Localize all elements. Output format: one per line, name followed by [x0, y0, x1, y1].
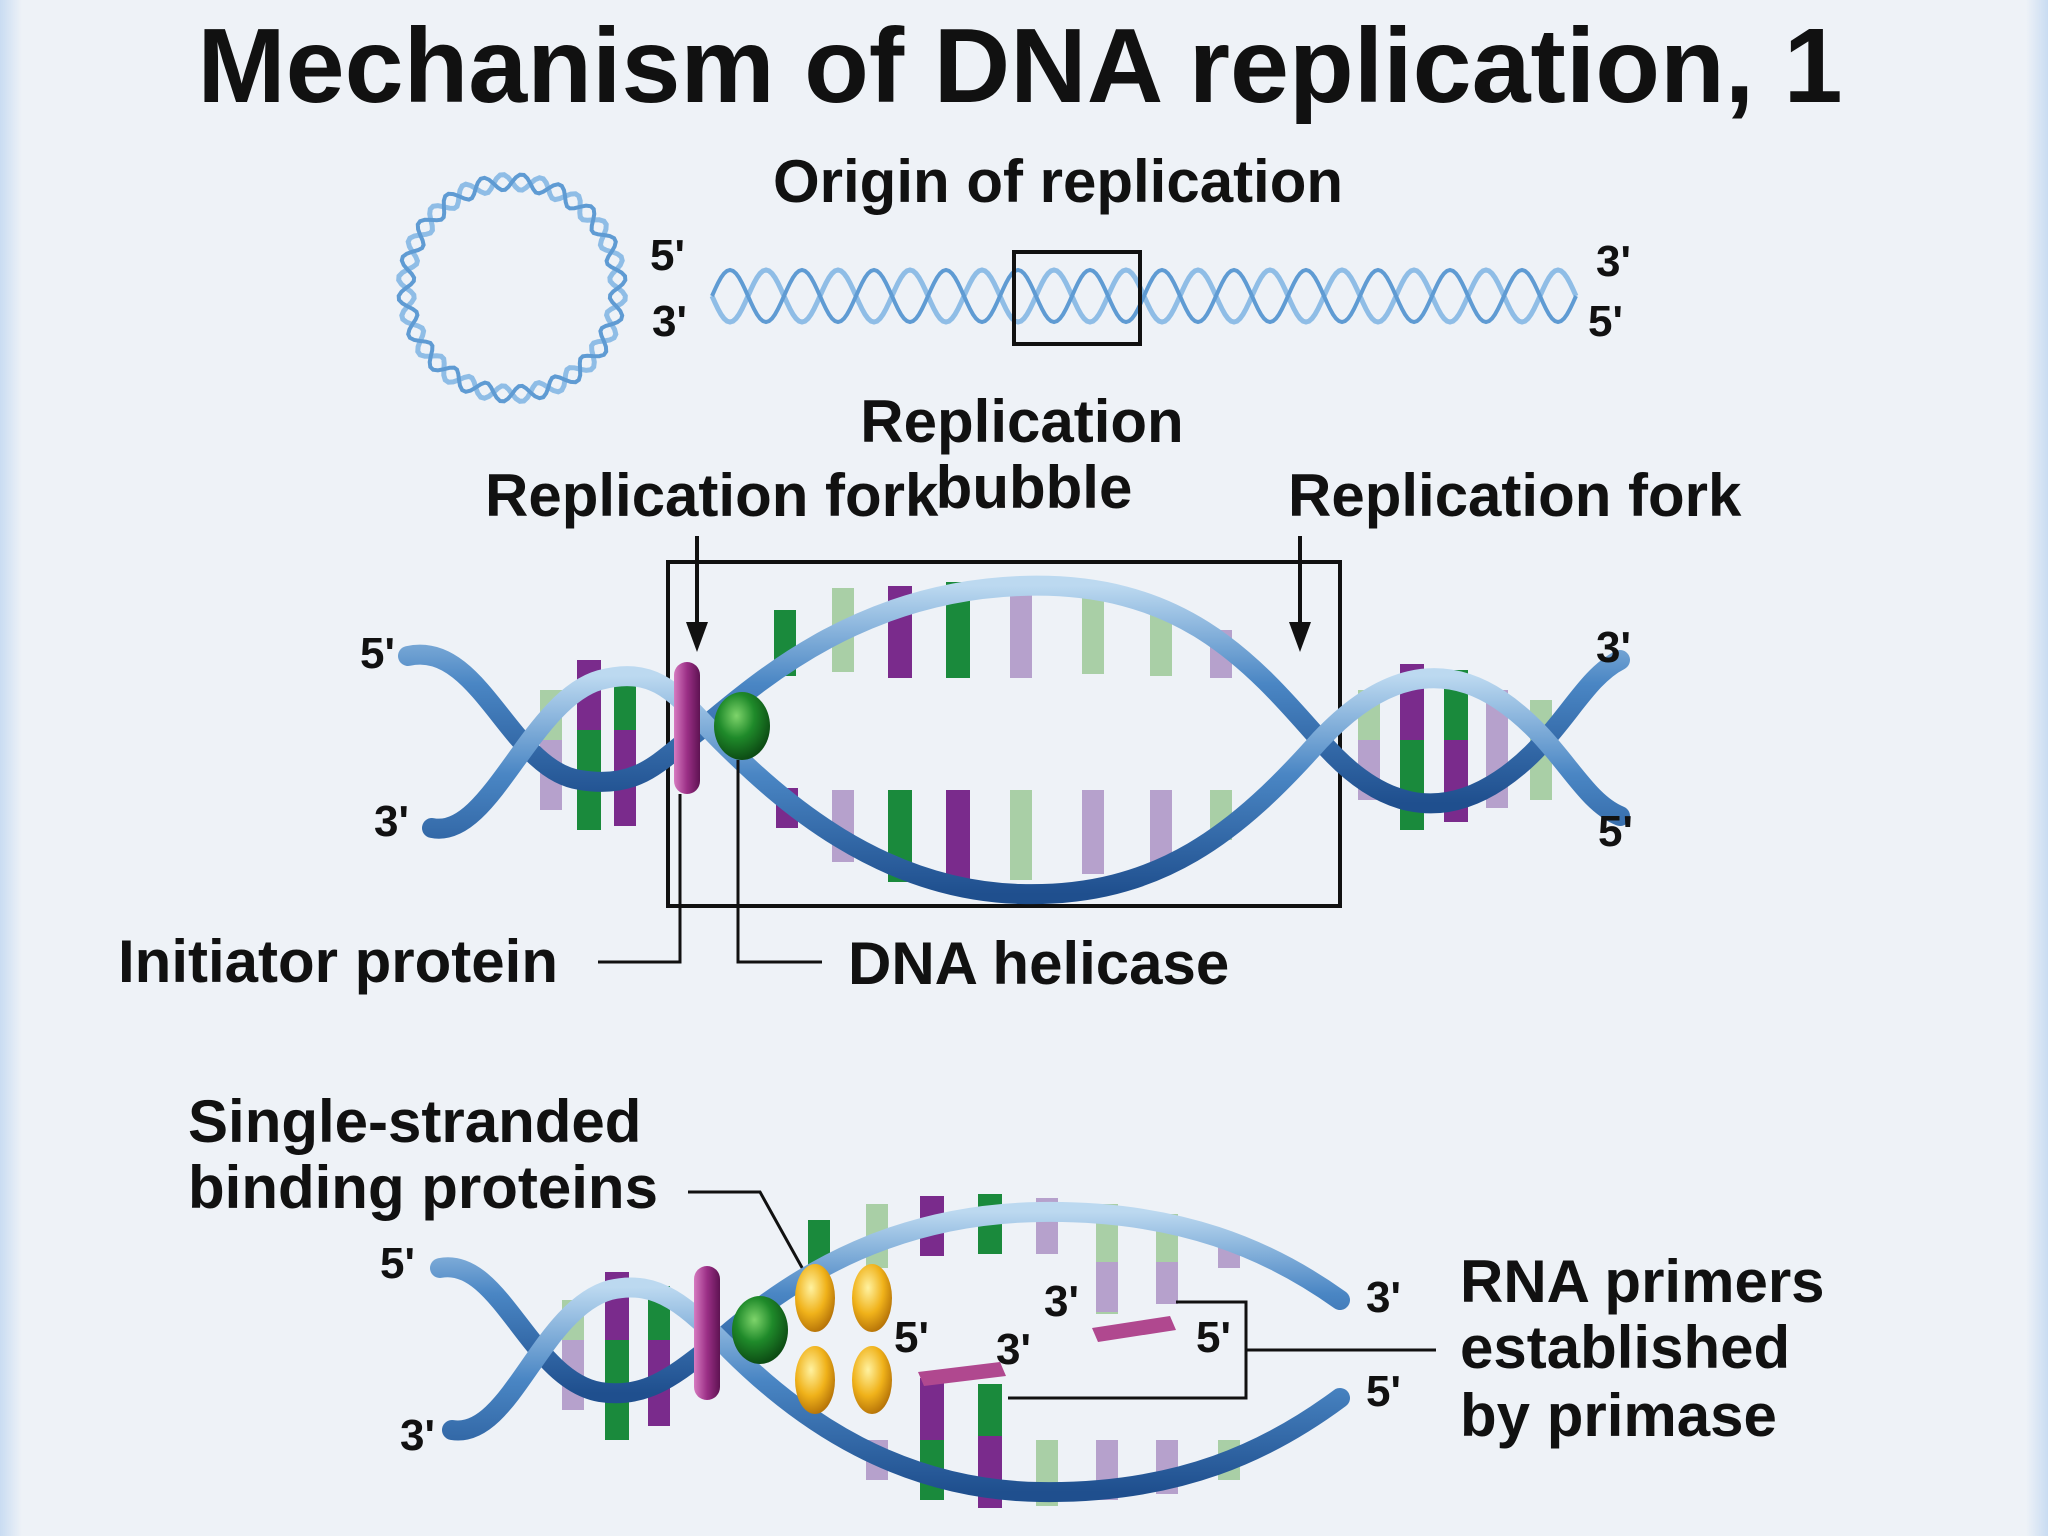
bot-primer-5prime: 5' [1196, 1313, 1231, 1362]
bot-right-5prime: 5' [1366, 1367, 1401, 1416]
middle-leader-lines [598, 760, 822, 964]
rna-primers [918, 1316, 1176, 1386]
initiator-protein-shape [674, 662, 700, 794]
bot-left-5prime: 5' [380, 1239, 415, 1288]
top-right-5prime: 5' [1588, 297, 1623, 346]
origin-label: Origin of replication [773, 148, 1343, 215]
fork-left-label: Replication fork [485, 462, 939, 529]
top-left-5prime: 5' [650, 231, 685, 280]
bot-left-3prime: 3' [400, 1411, 435, 1460]
primers-label-line2: established [1460, 1314, 1790, 1381]
bubble-label-line1: Replication [860, 388, 1183, 455]
mid-left-5prime: 5' [360, 629, 395, 678]
fork-right-arrow [1289, 536, 1311, 652]
bottom-helicase-shape [732, 1296, 788, 1364]
primer-bracket [1008, 1300, 1436, 1400]
mid-right-5prime: 5' [1598, 807, 1633, 856]
fork-left-arrow [686, 536, 708, 652]
primers-label-line1: RNA primers [1460, 1248, 1825, 1315]
bot-inner-3prime-b: 3' [996, 1325, 1031, 1374]
fork-right-label: Replication fork [1288, 462, 1742, 529]
mid-left-3prime: 3' [374, 797, 409, 846]
origin-box [1012, 250, 1142, 346]
top-left-3prime: 3' [652, 297, 687, 346]
bot-right-3prime: 3' [1366, 1273, 1401, 1322]
circular-dna [396, 172, 628, 404]
bottom-initiator-protein-shape [694, 1266, 720, 1400]
ssb-label-line1: Single-stranded [188, 1088, 641, 1155]
ssb-label-line2: binding proteins [188, 1154, 658, 1221]
helicase-shape [714, 692, 770, 760]
middle-dna-strands [398, 575, 1630, 905]
primers-label-line3: by primase [1460, 1382, 1777, 1449]
page-title: Mechanism of DNA replication, 1 [197, 7, 1842, 125]
bot-ssb-5prime: 5' [894, 1313, 929, 1362]
initiator-protein-label: Initiator protein [118, 928, 558, 995]
dna-helicase-label: DNA helicase [848, 930, 1229, 997]
linear-dna [709, 267, 1579, 325]
ssb-leader-line [688, 1190, 822, 1301]
mid-right-3prime: 3' [1596, 623, 1631, 672]
bubble-label-line2: bubble [936, 454, 1133, 521]
top-right-3prime: 3' [1596, 237, 1631, 286]
ssb-proteins [795, 1264, 892, 1414]
bot-inner-3prime-a: 3' [1044, 1277, 1079, 1326]
